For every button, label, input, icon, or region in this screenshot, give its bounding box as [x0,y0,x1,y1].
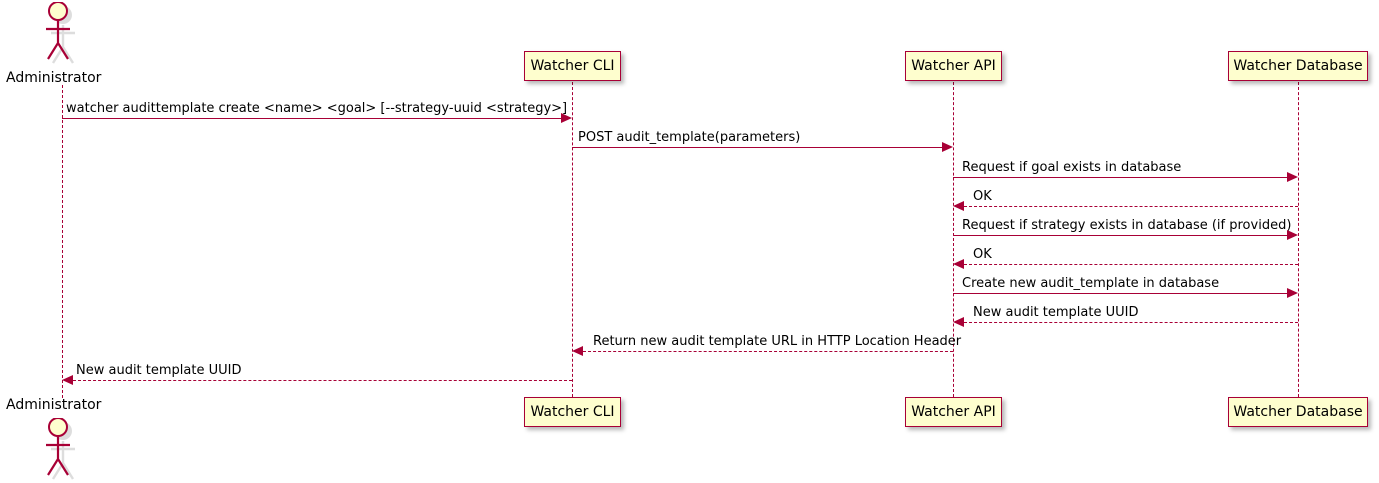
lifeline-watcher-api [953,82,954,397]
message-line-8 [964,322,1298,323]
message-label-7: Create new audit_template in database [962,276,1220,291]
actor-administrator-bottom [32,417,94,480]
participant-box-watcher-api-top[interactable]: Watcher API [905,51,1002,81]
message-line-10 [73,380,572,381]
message-label-2: POST audit_template(parameters) [578,130,801,145]
message-line-2 [572,147,942,148]
message-line-1 [62,118,561,119]
message-label-9: Return new audit template URL in HTTP Lo… [593,334,962,349]
participant-label-watcher-api-top: Watcher API [911,58,996,74]
message-arrowhead-8 [953,317,964,327]
participant-box-watcher-api-bottom[interactable]: Watcher API [905,397,1002,427]
message-arrowhead-3 [1287,172,1298,182]
message-line-6 [964,264,1298,265]
message-arrowhead-7 [1287,288,1298,298]
lifeline-watcher-cli [572,82,573,397]
participant-box-watcher-cli-bottom[interactable]: Watcher CLI [524,397,621,427]
participant-box-watcher-database-top[interactable]: Watcher Database [1228,51,1368,81]
participant-box-watcher-database-bottom[interactable]: Watcher Database [1228,397,1368,427]
message-line-7 [953,293,1287,294]
message-arrowhead-5 [1287,230,1298,240]
lifeline-administrator [62,85,63,398]
participant-box-watcher-cli-top[interactable]: Watcher CLI [524,51,621,81]
message-label-6: OK [973,247,992,262]
message-arrowhead-9 [572,346,583,356]
actor-administrator-top [32,1,94,64]
participant-label-watcher-api-bottom: Watcher API [911,404,996,420]
participant-label-watcher-cli-top: Watcher CLI [530,58,615,74]
lifeline-watcher-database [1298,82,1299,397]
message-label-10: New audit template UUID [76,363,242,378]
message-line-4 [964,206,1298,207]
actor-label-administrator-top: Administrator [6,70,102,86]
message-line-3 [953,177,1287,178]
message-line-5 [953,235,1287,236]
message-label-1: watcher audittemplate create <name> <goa… [66,101,568,116]
actor-label-administrator-bottom: Administrator [6,397,102,413]
message-line-9 [583,351,953,352]
message-arrowhead-10 [62,375,73,385]
message-label-5: Request if strategy exists in database (… [962,218,1292,233]
message-label-3: Request if goal exists in database [962,160,1182,175]
message-arrowhead-1 [561,113,572,123]
message-arrowhead-4 [953,201,964,211]
participant-label-watcher-database-bottom: Watcher Database [1233,404,1363,420]
participant-label-watcher-cli-bottom: Watcher CLI [530,404,615,420]
message-arrowhead-6 [953,259,964,269]
message-label-8: New audit template UUID [973,305,1139,320]
participant-label-watcher-database-top: Watcher Database [1233,58,1363,74]
message-arrowhead-2 [942,142,953,152]
message-label-4: OK [973,189,992,204]
